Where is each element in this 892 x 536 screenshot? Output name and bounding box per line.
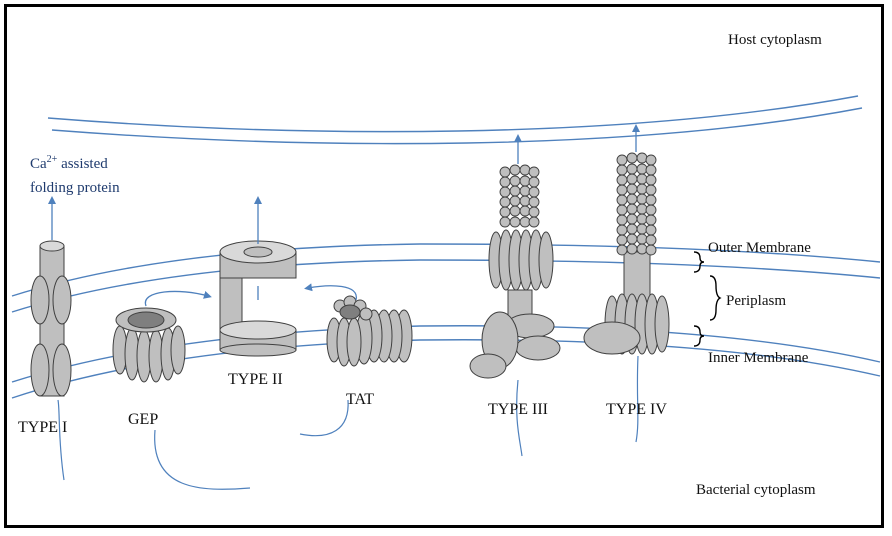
gep-label: GEP: [128, 411, 158, 428]
outer-membrane-label: Outer Membrane: [708, 240, 811, 256]
type1-label: TYPE I: [18, 419, 67, 436]
host-cytoplasm-label: Host cytoplasm: [728, 32, 822, 48]
gep-transporter: [112, 290, 251, 490]
diagram-frame: [4, 4, 884, 528]
type3-transporter: [469, 134, 561, 457]
tat-transporter: [299, 283, 413, 437]
type1-transporter: [30, 196, 72, 481]
host-membrane: [47, 95, 863, 145]
tat-label: TAT: [346, 391, 374, 408]
annotation-line1: Ca2+ assisted: [30, 154, 108, 172]
membrane-braces: [693, 251, 722, 347]
outer-membrane: [11, 243, 881, 313]
type2-label: TYPE II: [228, 371, 283, 388]
type3-label: TYPE III: [488, 401, 548, 418]
bacterial-cytoplasm-label: Bacterial cytoplasm: [696, 482, 816, 498]
type4-transporter: [583, 124, 670, 443]
annotation-line2: folding protein: [30, 180, 120, 196]
type2-transporter: [219, 196, 297, 357]
type4-label: TYPE IV: [606, 401, 667, 418]
inner-membrane-label: Inner Membrane: [708, 350, 809, 366]
periplasm-label: Periplasm: [726, 293, 786, 309]
